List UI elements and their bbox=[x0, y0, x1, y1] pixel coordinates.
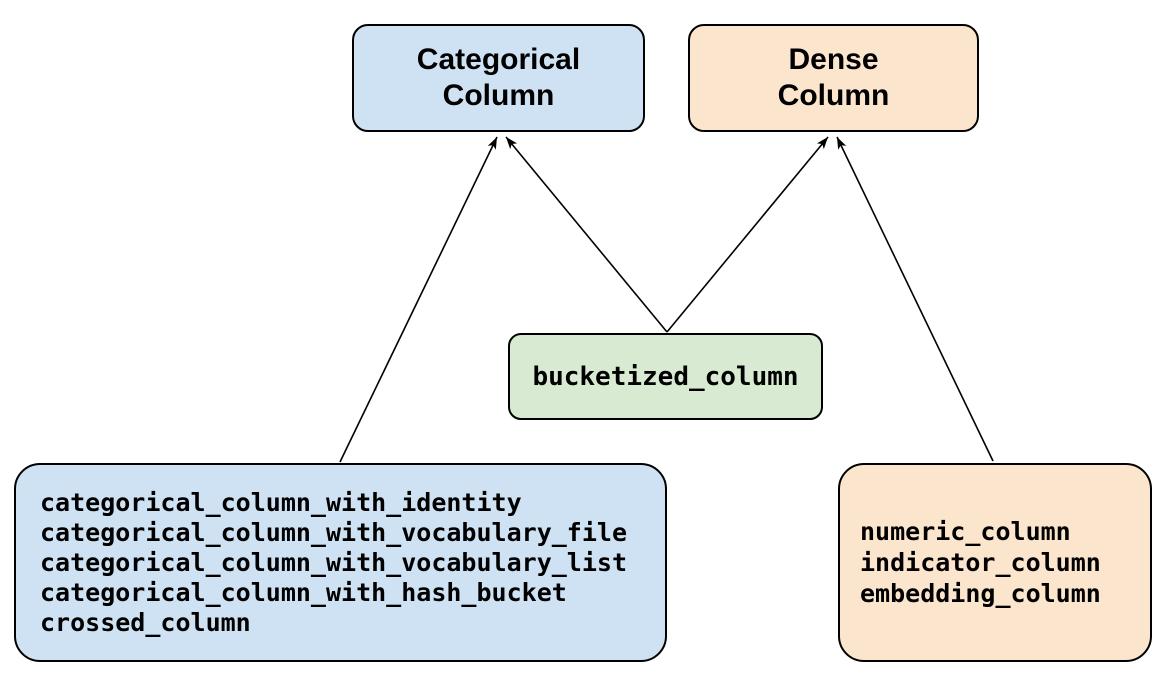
bucketized-column-node: bucketized_column bbox=[508, 333, 823, 420]
code-line: embedding_column bbox=[860, 579, 1101, 608]
code-line: categorical_column_with_vocabulary_file bbox=[40, 517, 627, 547]
code-line: indicator_column bbox=[860, 548, 1101, 577]
edge-dense-functions-to-dense bbox=[836, 136, 994, 462]
code-line: categorical_column_with_vocabulary_list bbox=[40, 547, 627, 577]
node-label-line: Dense bbox=[788, 43, 879, 76]
code-line: numeric_column bbox=[860, 517, 1071, 546]
code-line: categorical_column_with_identity bbox=[40, 487, 522, 517]
code-line: categorical_column_with_hash_bucket bbox=[40, 577, 567, 607]
node-label-line: Categorical bbox=[416, 43, 581, 76]
edge-bucketized-to-categorical bbox=[505, 136, 668, 333]
code-line: crossed_column bbox=[40, 607, 251, 637]
edge-bucketized-to-dense bbox=[666, 136, 829, 333]
node-label-line: Column bbox=[442, 79, 555, 112]
node-label: bucketized_column bbox=[532, 361, 799, 392]
edge-categorical-functions-to-categorical bbox=[339, 136, 498, 463]
node-label-line: Column bbox=[777, 79, 890, 112]
